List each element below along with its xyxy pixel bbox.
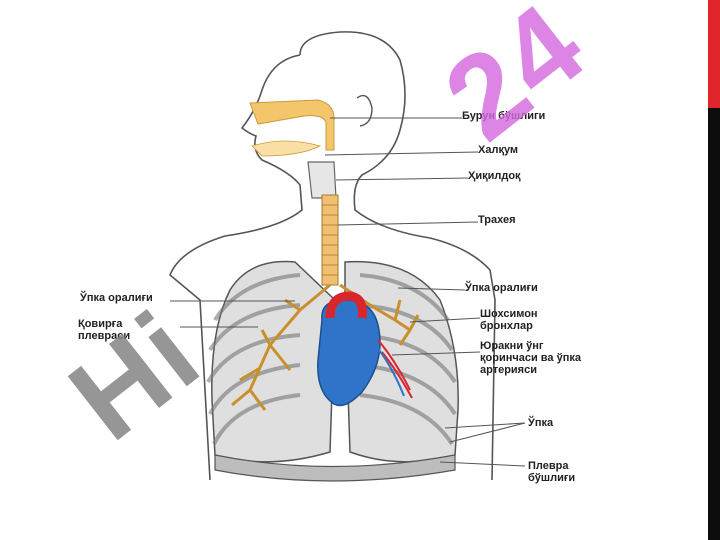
label-trachea: Трахея [478,214,516,226]
left-lung [211,260,336,463]
body-outline [169,31,496,481]
label-pleural-space-left: Ўпка оралиғи [80,292,153,304]
pulmonary-vessels-blue [375,345,405,397]
label-costal-pleura: Қовирға плевраси [78,318,131,342]
trachea-rings [322,204,338,276]
accent-bar-red [708,0,720,108]
label-pharynx: Халқум [478,144,519,156]
right-lung [344,260,459,463]
larynx-shape [307,161,337,199]
leader-lines [170,117,526,467]
nasal-cavity-shape [249,99,335,151]
pleural-cavity-band [214,454,456,482]
trachea-shape [321,194,339,286]
pulmonary-vessels [377,339,413,399]
label-pleural-space-right: Ўпка оралиғи [465,282,538,294]
label-lung: Ўпка [528,417,554,429]
ear [356,94,373,127]
label-larynx: Ҳиқилдоқ [468,170,521,182]
accent-bar-black [708,108,720,540]
label-bronchial-tree: Шохсимон бронхлар [480,308,538,332]
label-right-ventricle-artery: Юракни ўнг қоринчаси ва ўпка артерияси [480,340,581,376]
label-pleural-cavity: Плевра бўшлиғи [528,460,576,484]
aortic-arch [325,291,367,319]
mouth-shape [251,140,322,157]
label-nasal-cavity: Бурун бўшлиги [462,110,546,122]
